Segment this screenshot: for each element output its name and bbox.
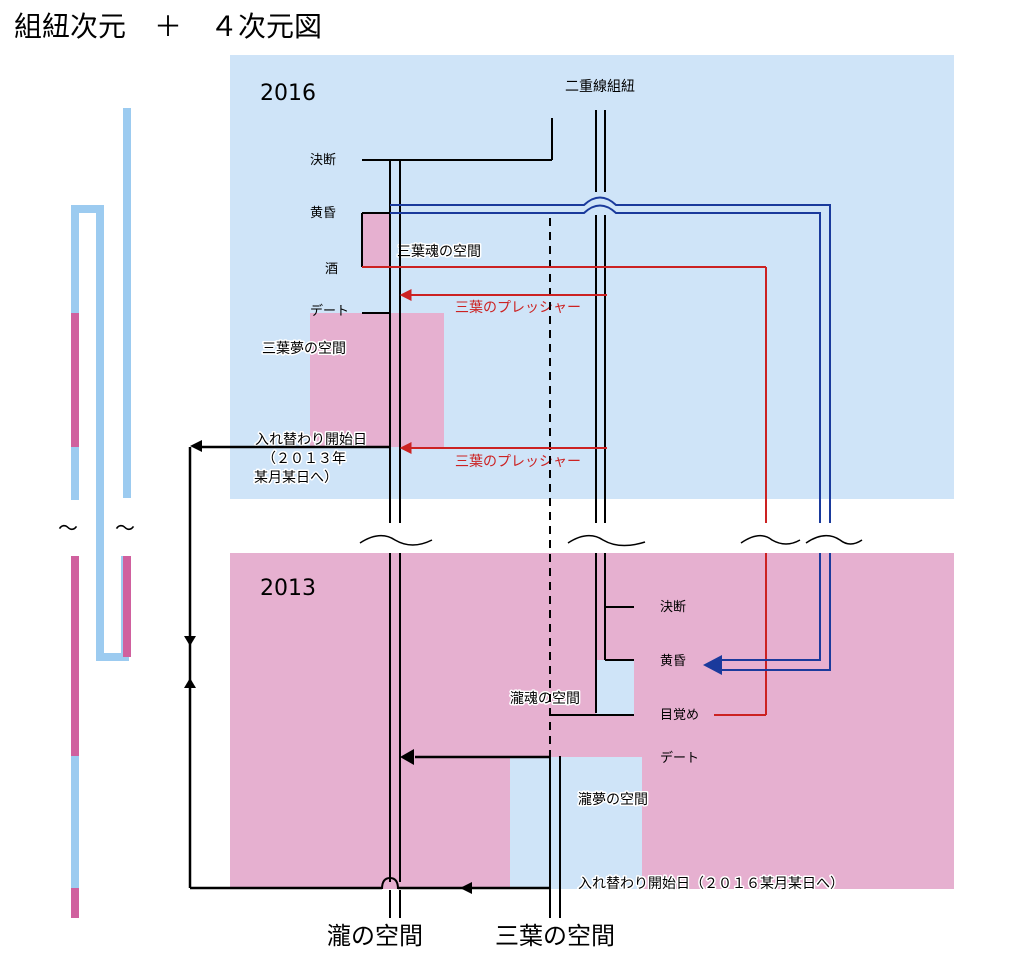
break-mark-left: 〜 — [58, 516, 78, 540]
year-2013: 2013 — [260, 576, 316, 601]
swap-start-2013: 入れ替わり開始日（２０１６某月某日へ） — [578, 876, 844, 892]
taki-soul-area — [596, 660, 634, 715]
event-2016-decision: 決断 — [310, 153, 336, 168]
braid-label: 二重線組紐 — [565, 79, 635, 95]
folded-strip — [71, 108, 131, 918]
taki-soul-label: 瀧魂の空間 — [510, 691, 580, 707]
swap-loop — [188, 445, 550, 890]
mitsuha-soul-area — [362, 213, 390, 267]
taki-dream-label: 瀧夢の空間 — [578, 792, 648, 808]
event-2013-decision: 決断 — [660, 600, 686, 615]
taki-timeline — [361, 118, 553, 918]
year-2016: 2016 — [260, 81, 316, 106]
loop-arrow-top — [190, 440, 202, 452]
line-breaks — [359, 534, 863, 547]
mitsuha-soul-label: 三葉魂の空間 — [397, 244, 481, 260]
mitsuha-dream-label: 三葉夢の空間 — [262, 341, 346, 357]
date-arrow — [400, 749, 414, 765]
event-2016-twilight: 黄昏 — [310, 206, 336, 221]
loop-arrow-down — [184, 636, 196, 646]
mitsuha-space-label: 三葉の空間 — [495, 922, 615, 950]
break-mark-right: 〜 — [115, 516, 135, 540]
taki-dream-area — [510, 757, 642, 889]
twilight-links — [390, 196, 831, 671]
red-links — [362, 266, 767, 716]
loop-arrow-bottom — [460, 882, 472, 894]
pressure-label-2: 三葉のプレッシャー — [455, 454, 581, 470]
taki-space-label: 瀧の空間 — [327, 922, 423, 950]
pressure-label-1: 三葉のプレッシャー — [455, 300, 581, 316]
event-2013-twilight: 黄昏 — [660, 654, 686, 669]
event-2016-sake: 酒 — [325, 262, 338, 277]
event-2013-wake: 目覚め — [660, 708, 699, 723]
event-2013-date: デート — [660, 750, 699, 766]
swap-start-2016-line1: 入れ替わり開始日 — [255, 432, 367, 448]
mitsuha-dream-area — [310, 313, 444, 447]
loop-arrow-up — [184, 678, 196, 688]
swap-start-2016-line3: 某月某日へ） — [254, 470, 338, 486]
diagram-title: 組紐次元 ＋ ４次元図 — [14, 10, 322, 43]
swap-start-2016-line2: （２０１３年 — [262, 451, 346, 467]
event-2016-date: デート — [310, 303, 349, 319]
twilight-arrow — [703, 655, 722, 675]
